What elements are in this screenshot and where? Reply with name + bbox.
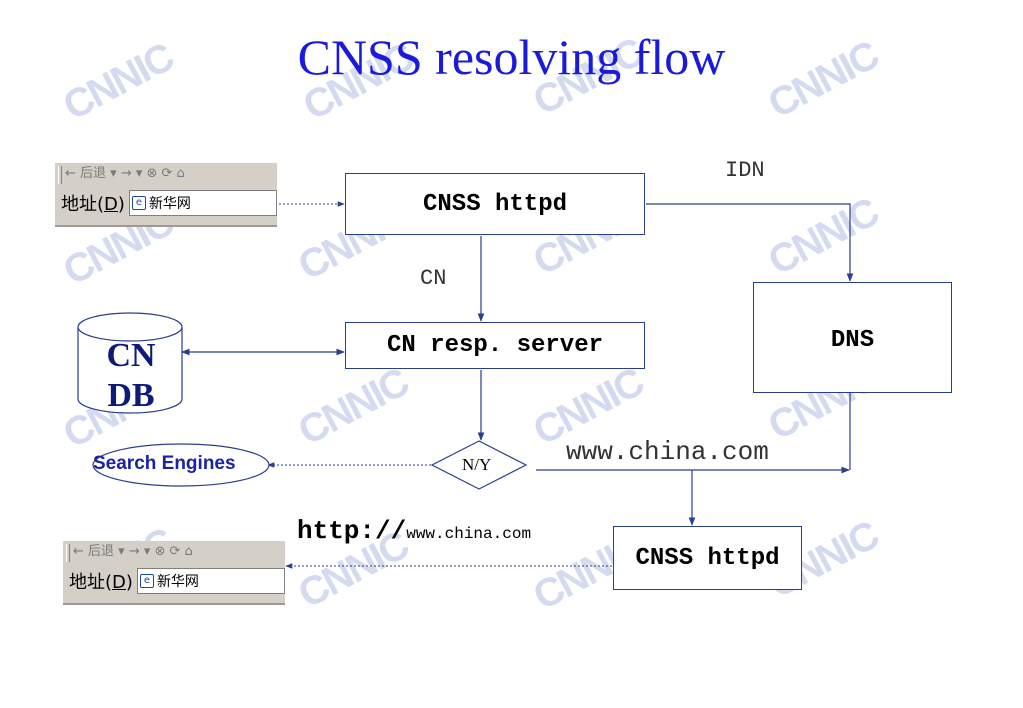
idn-label: IDN bbox=[725, 158, 765, 183]
database-cylinder-top bbox=[77, 312, 183, 342]
database-cylinder bbox=[77, 327, 183, 414]
address-label: 地址(D) bbox=[61, 194, 125, 215]
dns-box: DNS bbox=[753, 282, 952, 393]
page-title: CNSS resolving flow bbox=[297, 29, 726, 85]
decision-diamond bbox=[430, 440, 528, 490]
http-prefix: http:// bbox=[297, 516, 407, 546]
decision-label: N/Y bbox=[462, 455, 492, 474]
idn-arrow bbox=[646, 203, 854, 282]
cnss-httpd-bottom-box: CNSS httpd bbox=[613, 526, 802, 590]
search-engines-ellipse bbox=[92, 443, 270, 487]
domain-label: www.china.com bbox=[566, 437, 769, 467]
cn-resp-server-box: CN resp. server bbox=[345, 322, 645, 369]
browser-nav-buttons[interactable]: ← 后退 ▾ → ▾ ⊗ ⟳ ⌂ bbox=[63, 541, 285, 565]
cn-db-line1: CN bbox=[106, 337, 156, 374]
cnss-httpd-top-box: CNSS httpd bbox=[345, 173, 645, 235]
http-url-label: http://www.china.com bbox=[297, 516, 531, 546]
address-value: 新华网 bbox=[148, 196, 191, 212]
browser-nav-buttons[interactable]: ← 后退 ▾ → ▾ ⊗ ⟳ ⌂ bbox=[55, 163, 277, 187]
ie-page-icon: e bbox=[139, 574, 154, 588]
address-value: 新华网 bbox=[156, 574, 199, 590]
search-engines-label: Search Engines bbox=[93, 453, 236, 474]
cn-db-line2: DB bbox=[107, 377, 155, 414]
address-label: 地址(D) bbox=[69, 572, 133, 593]
ie-page-icon: e bbox=[131, 196, 146, 210]
cn-db-label: CN DB bbox=[80, 336, 182, 416]
cn-label: CN bbox=[420, 266, 447, 291]
http-host: www.china.com bbox=[406, 525, 532, 543]
